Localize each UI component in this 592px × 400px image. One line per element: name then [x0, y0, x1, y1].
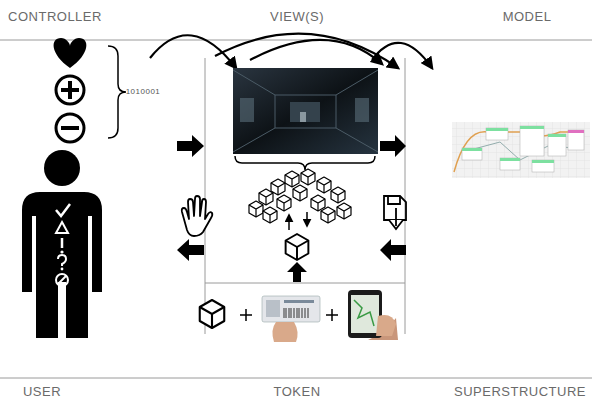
column-footer: USER: [23, 384, 61, 399]
column-footer: TOKEN: [273, 384, 320, 399]
node-graph-image: [452, 122, 590, 178]
plus-sign: [326, 309, 338, 321]
up-arrow: [287, 262, 307, 282]
small-arrows: [289, 212, 307, 230]
column-footer: SUPERSTRUCTURE: [454, 384, 586, 399]
controller-icons: [54, 38, 87, 142]
binary-code: 1010001: [126, 87, 161, 96]
column-heading: VIEW(S): [270, 9, 324, 24]
brace: [108, 46, 126, 138]
save-icon: [384, 196, 406, 229]
phone-photo: [348, 290, 398, 340]
column-heading: CONTROLLER: [8, 9, 102, 24]
brace: [235, 156, 375, 170]
card-photo: [262, 296, 320, 342]
cube-icon: [200, 300, 225, 328]
screen-image: [233, 68, 378, 154]
curved-arrows: [150, 34, 432, 68]
frame-lines: [0, 40, 592, 378]
token-cube: [286, 234, 309, 260]
hand-icon: [182, 196, 213, 236]
user-figure: [22, 150, 102, 338]
plus-sign: [240, 309, 252, 321]
column-heading: MODEL: [503, 9, 552, 24]
cube-cluster: [249, 169, 351, 223]
